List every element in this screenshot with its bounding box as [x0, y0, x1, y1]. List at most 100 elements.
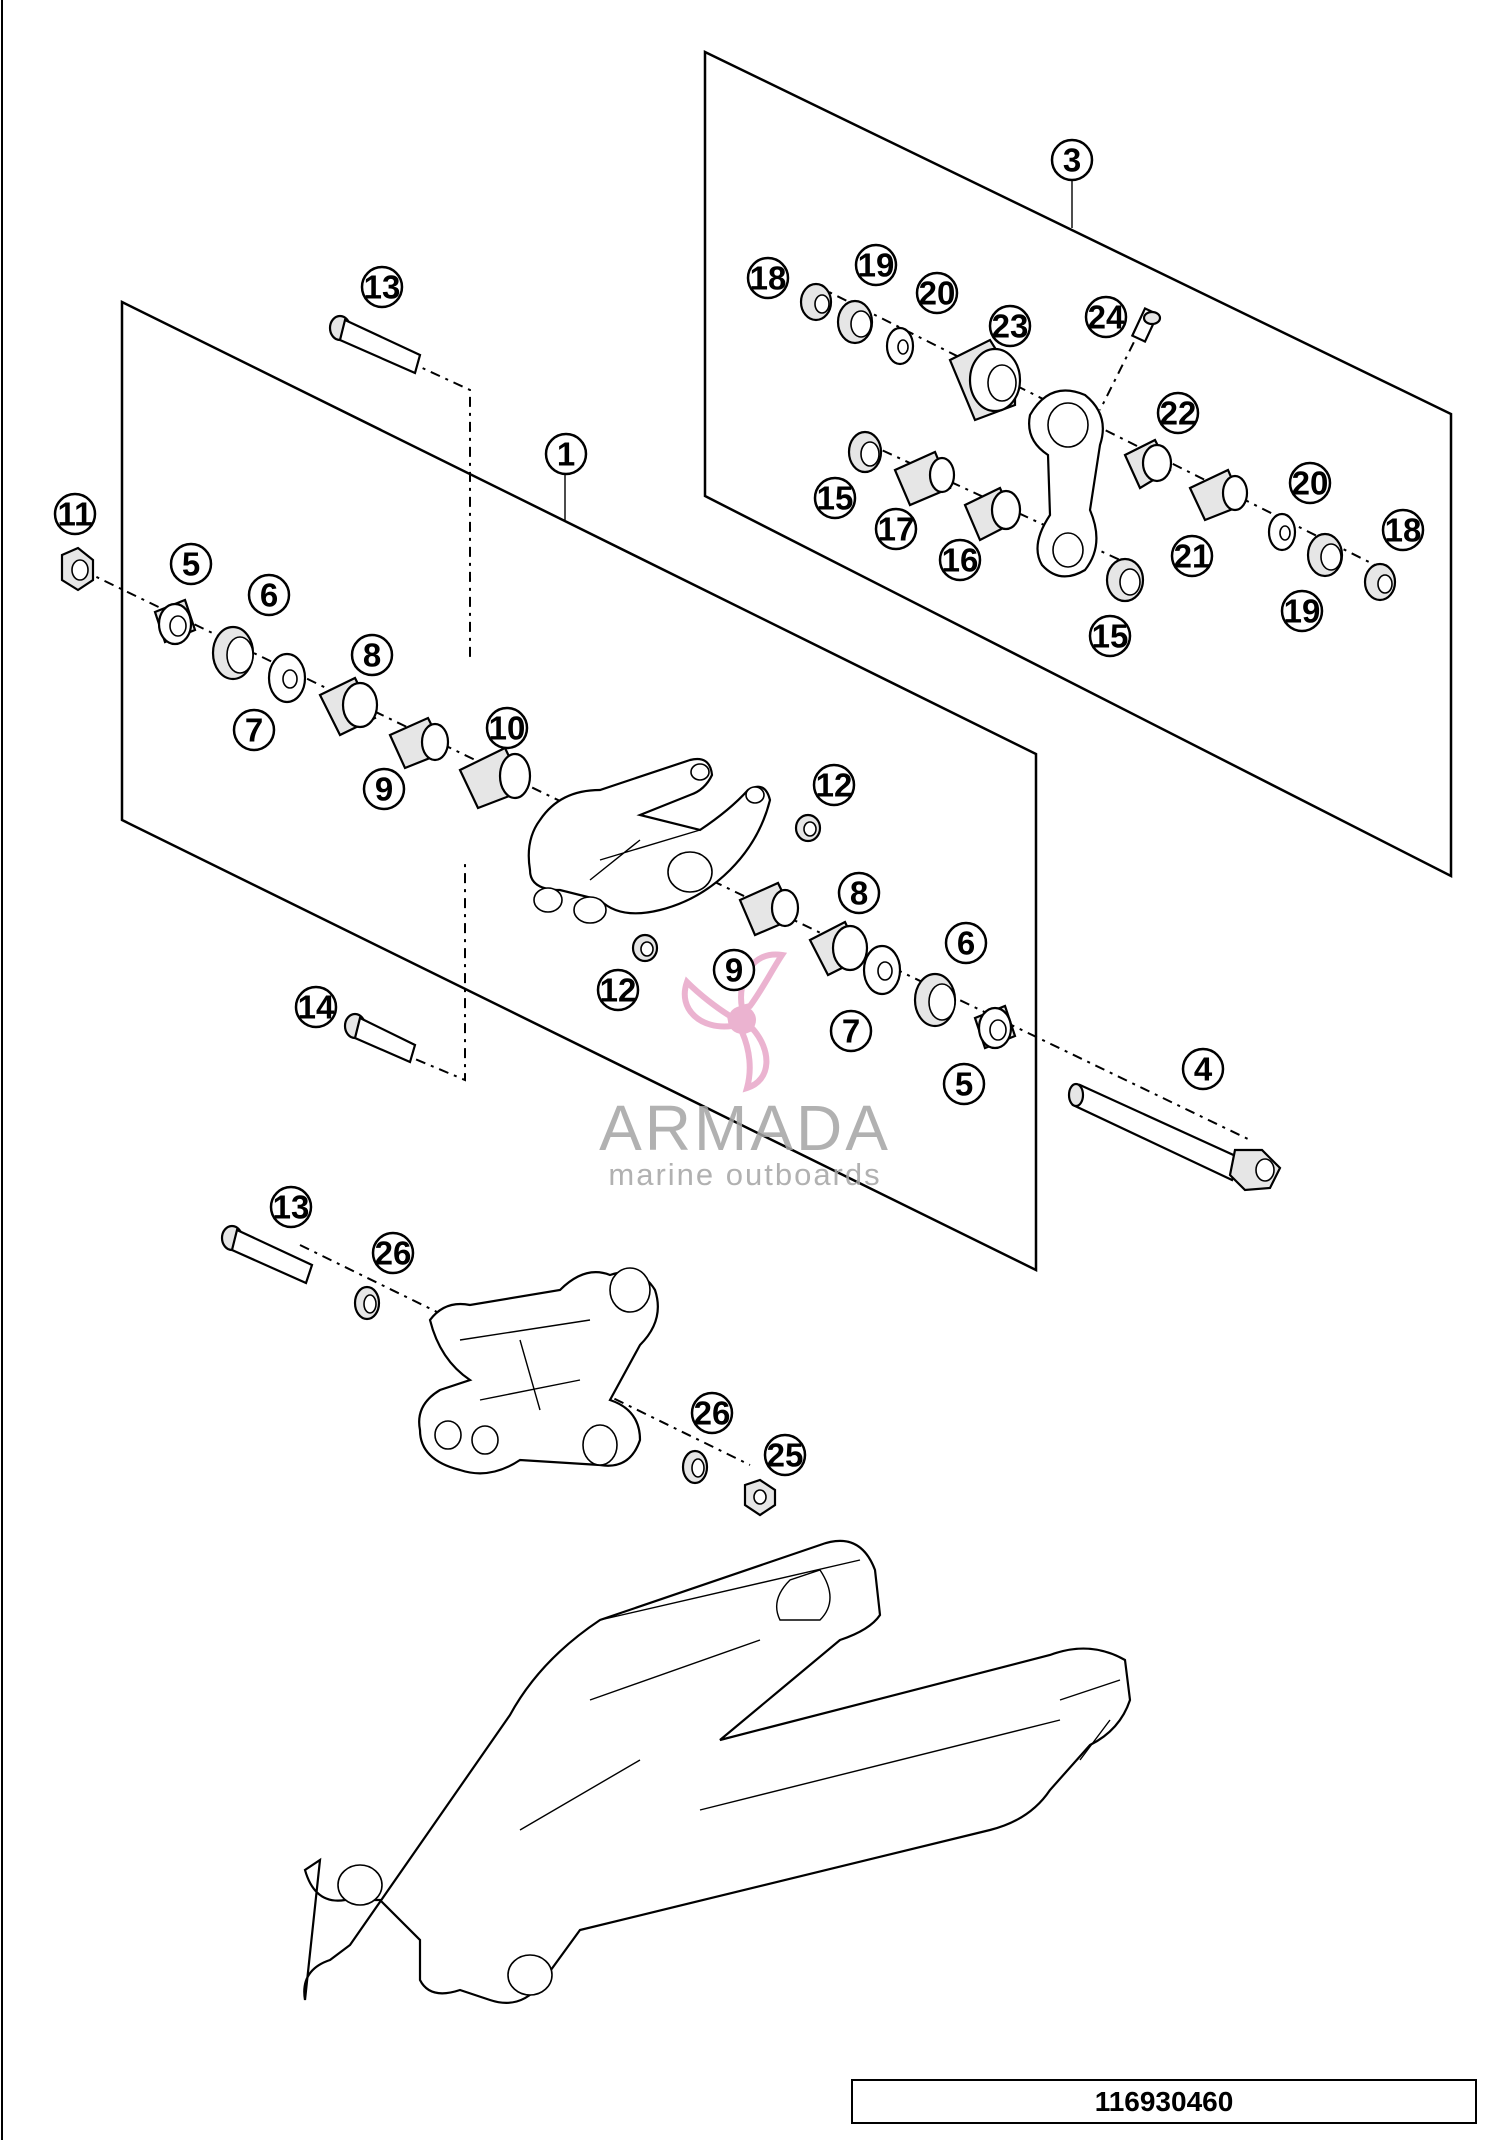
propeller-blade-right [737, 1024, 770, 1093]
part-13-bolt-upper [328, 314, 422, 375]
svg-text:6: 6 [260, 577, 278, 614]
watermark-tagline: marine outboards [608, 1157, 881, 1192]
svg-text:25: 25 [767, 1437, 804, 1474]
callout-9-right: 9 [712, 948, 756, 992]
part-7-washer-left [267, 652, 307, 704]
part-13-bolt-lower [220, 1224, 314, 1285]
svg-text:19: 19 [1284, 593, 1321, 630]
svg-text:13: 13 [273, 1189, 310, 1226]
part-20-washer-upper [885, 326, 915, 366]
callout-20-lower: 20 [1288, 461, 1332, 505]
svg-text:21: 21 [1174, 538, 1211, 575]
svg-text:11: 11 [58, 496, 93, 533]
callout-23: 23 [988, 304, 1032, 348]
propeller-blade-left [681, 976, 736, 1030]
svg-text:5: 5 [955, 1066, 973, 1103]
svg-text:1: 1 [557, 436, 575, 473]
callout-19-lower: 19 [1280, 589, 1324, 633]
part-21-spacer [1188, 468, 1249, 522]
part-16-bearing [963, 486, 1022, 542]
callout-20-upper: 20 [915, 271, 959, 315]
svg-text:19: 19 [858, 247, 895, 284]
callout-15-right: 15 [1088, 614, 1132, 658]
svg-text:9: 9 [725, 952, 743, 989]
callout-7-right: 7 [829, 1009, 873, 1053]
svg-text:5: 5 [182, 546, 200, 583]
part-14-bolt [343, 1012, 417, 1064]
swingarm [303, 1539, 1132, 2004]
svg-text:7: 7 [245, 712, 263, 749]
callout-12-lower: 12 [596, 968, 640, 1012]
svg-text:3: 3 [1063, 142, 1081, 179]
callout-18-upper: 18 [746, 256, 790, 300]
callout-24: 24 [1084, 295, 1128, 339]
svg-text:18: 18 [750, 260, 787, 297]
svg-text:12: 12 [816, 767, 853, 804]
svg-text:26: 26 [694, 1395, 731, 1432]
part-18-cap-upper [799, 282, 833, 322]
callout-6-right: 6 [944, 921, 988, 965]
part-6-seal-left [211, 625, 255, 681]
callout-9-left: 9 [362, 767, 406, 811]
svg-text:13: 13 [364, 269, 401, 306]
svg-text:24: 24 [1088, 299, 1125, 336]
callout-13-lower: 13 [269, 1185, 313, 1229]
svg-text:8: 8 [363, 637, 381, 674]
part-5-bearing-left [153, 598, 197, 646]
part-18-cap-lower [1363, 562, 1397, 602]
part-25-nut [743, 1478, 777, 1517]
part-9-spacer-right [738, 881, 800, 937]
svg-text:16: 16 [942, 542, 979, 579]
watermark-logo: ARMADA marine outboards [599, 951, 888, 1192]
part-8-bearing-left [318, 676, 379, 737]
callout-10: 10 [485, 706, 529, 750]
callout-25: 25 [763, 1433, 807, 1477]
callout-12-upper: 12 [812, 763, 856, 807]
callout-5-right: 5 [942, 1062, 986, 1106]
callout-14: 14 [294, 985, 338, 1029]
part-19-seal-upper [836, 299, 874, 345]
svg-text:7: 7 [842, 1013, 860, 1050]
group-frame-part-3 [703, 50, 1453, 879]
svg-text:20: 20 [1292, 465, 1329, 502]
part-12-cap-upper [794, 813, 822, 843]
callout-11: 11 [53, 492, 97, 536]
part-19-seal-lower [1306, 532, 1344, 578]
part-8-bearing-right [808, 920, 869, 977]
callout-26-lower: 26 [690, 1391, 734, 1435]
callout-8-right: 8 [837, 871, 881, 915]
svg-text:10: 10 [489, 710, 526, 747]
part-17-spacer [893, 450, 956, 507]
svg-text:14: 14 [298, 989, 335, 1026]
callout-19-upper: 19 [854, 243, 898, 287]
part-26-washer-upper [353, 1285, 381, 1321]
connecting-rod-group [799, 282, 1397, 603]
svg-text:17: 17 [878, 511, 915, 548]
callout-18-lower: 18 [1381, 508, 1425, 552]
svg-text:9: 9 [375, 771, 393, 808]
linkage-lever-body [527, 757, 772, 924]
callout-16: 16 [938, 538, 982, 582]
part-15-seal-right [1105, 557, 1145, 603]
svg-text:8: 8 [850, 875, 868, 912]
svg-text:18: 18 [1385, 512, 1422, 549]
connecting-rod-body [1028, 389, 1104, 578]
callout-15-left: 15 [813, 476, 857, 520]
part-6-seal-right [913, 972, 957, 1028]
part-15-seal-left [847, 430, 883, 474]
part-11-nut [60, 546, 95, 592]
svg-text:26: 26 [375, 1235, 412, 1272]
callout-1: 1 [544, 432, 588, 476]
callout-3: 3 [1050, 138, 1094, 182]
part-26-washer-lower [681, 1449, 709, 1485]
callout-21: 21 [1170, 534, 1214, 578]
svg-text:22: 22 [1160, 395, 1197, 432]
part-4-axle-bolt [1067, 1082, 1282, 1192]
part-5-bearing-right [973, 1004, 1017, 1050]
part-22-bearing [1123, 438, 1173, 490]
callout-13-upper: 13 [360, 265, 404, 309]
svg-text:12: 12 [600, 972, 637, 1009]
svg-text:6: 6 [957, 925, 975, 962]
assembled-linkage [220, 1224, 777, 1517]
